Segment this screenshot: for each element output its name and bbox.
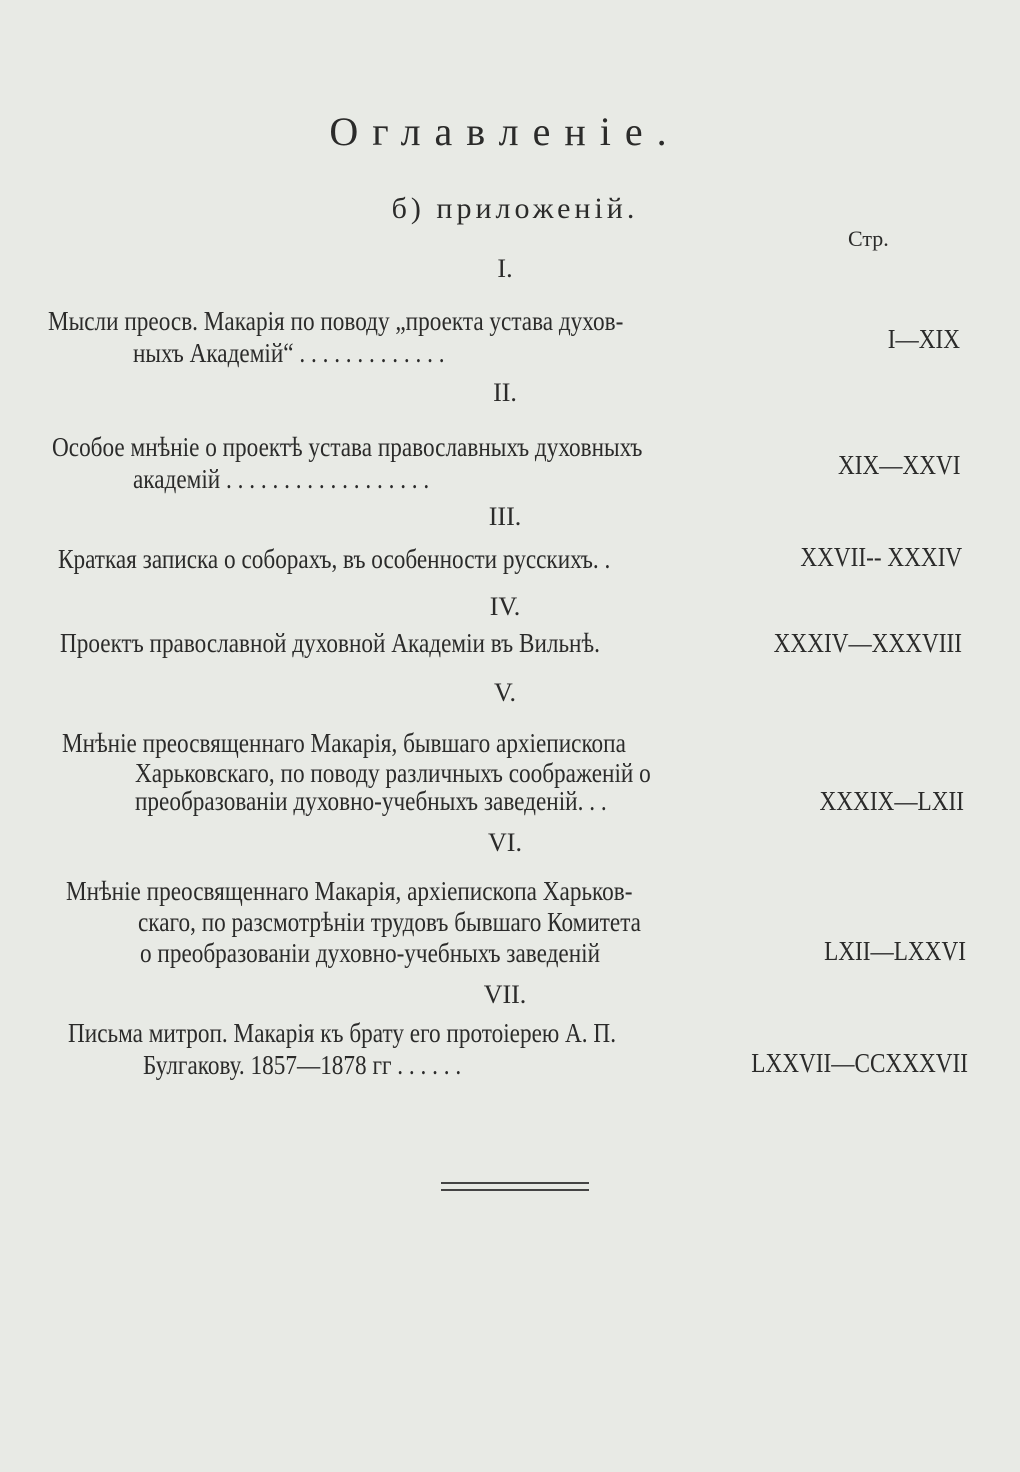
toc-entry-line: Мнѣніе преосвященнаго Макарія, архіеписк…	[66, 876, 633, 906]
toc-page-range: LXXVII—CCXXXVII	[751, 1048, 968, 1078]
toc-page-range: I—XIX	[887, 324, 960, 354]
toc-page-range: XXXIX—LXII	[819, 786, 964, 816]
section-numeral: VI.	[488, 828, 522, 857]
divider-rule	[441, 1189, 589, 1191]
toc-entry-line: Особое мнѣніе о проектѣ устава православ…	[52, 432, 643, 462]
toc-page-range: XXXIV—XXXVIII	[773, 628, 962, 658]
toc-entry-line: Письма митроп. Макарія къ брату его прот…	[68, 1018, 616, 1048]
toc-entry-line: Краткая записка о соборахъ, въ особеннос…	[58, 544, 611, 574]
toc-page-range: XIX—XXVI	[837, 450, 960, 480]
page-title: Оглавленіе.	[329, 109, 681, 154]
toc-entry-line: академій . . . . . . . . . . . . . . . .…	[133, 464, 430, 494]
toc-page-range: XXVII-- XXXIV	[800, 542, 962, 572]
toc-entry-line: Мнѣніе преосвященнаго Макарія, бывшаго а…	[62, 728, 626, 758]
section-numeral: V.	[494, 678, 516, 707]
toc-entry-line: о преобразованіи духовно-учебныхъ заведе…	[140, 938, 601, 968]
section-numeral: IV.	[489, 592, 521, 621]
toc-entry-line: Проектъ православной духовной Академіи в…	[60, 628, 600, 658]
subtitle: б) приложеній.	[391, 192, 639, 225]
toc-entry-line: скаго, по разсмотрѣніи трудовъ бывшаго К…	[138, 907, 641, 937]
toc-entry-line: Харьковскаго, по поводу различныхъ сообр…	[135, 758, 651, 788]
toc-page-range: LXII—LXXVI	[824, 936, 966, 966]
toc-entry-line: Булгакову. 1857—1878 гг . . . . . .	[143, 1050, 462, 1080]
section-numeral: III.	[488, 502, 522, 531]
section-numeral: I.	[497, 254, 513, 283]
toc-entry-line: Мысли преосв. Макарія по поводу „проекта…	[48, 306, 624, 336]
divider-rule	[441, 1182, 589, 1184]
toc-entry-line: ныхъ Академій“ . . . . . . . . . . . . .	[133, 338, 445, 368]
toc-entry-line: преобразованіи духовно-учебныхъ заведені…	[135, 786, 607, 816]
section-numeral: VII.	[483, 980, 527, 1009]
page-column-label: Стр.	[848, 226, 889, 251]
section-numeral: II.	[493, 378, 517, 407]
